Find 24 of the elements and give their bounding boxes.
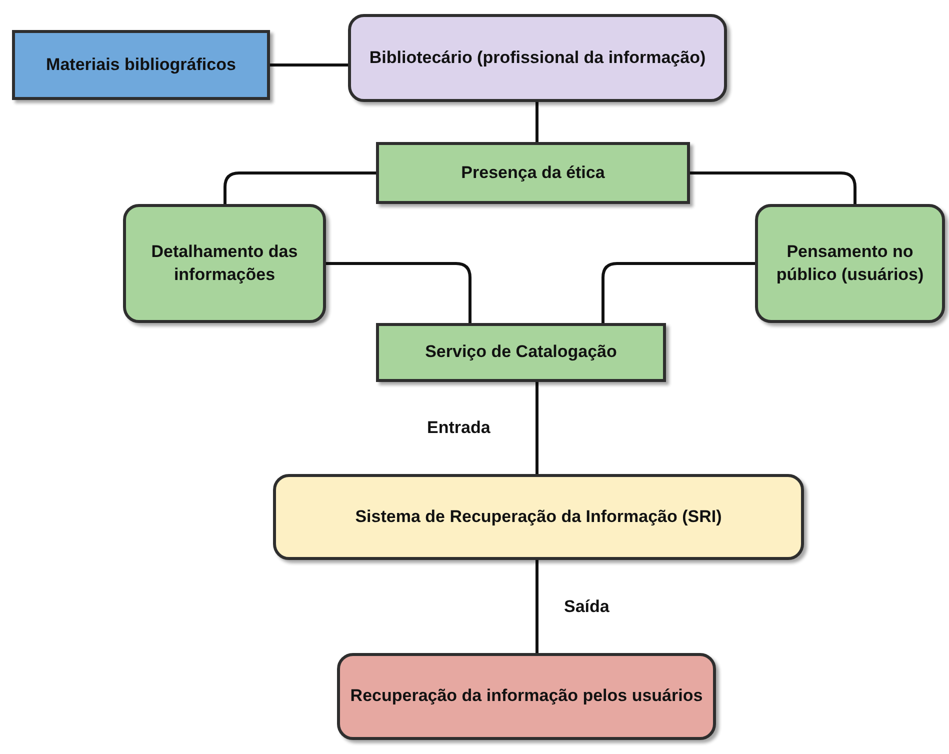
connector-line — [602, 262, 755, 323]
process-box — [273, 474, 804, 560]
process-box — [376, 142, 690, 204]
connector-line — [326, 262, 472, 323]
box-label: Detalhamento das informações — [150, 240, 299, 286]
process-box — [376, 323, 666, 382]
box-label: Serviço de Catalogação — [425, 341, 617, 364]
process-box — [123, 204, 326, 323]
process-box — [348, 14, 727, 102]
connector-line — [536, 102, 538, 142]
connector-line — [270, 64, 348, 66]
box-label: Bibliotecário (profissional da informação) — [369, 46, 706, 69]
box-label: Sistema de Recuperação da Informação (SRI) — [355, 506, 722, 528]
box-label: Recuperação da informação pelos usuários — [350, 685, 703, 708]
connector-line — [536, 560, 538, 653]
box-label: Presença da ética — [461, 162, 605, 184]
process-box — [337, 653, 716, 740]
box-label: Materiais bibliográficos — [46, 54, 236, 76]
connector-line — [224, 172, 376, 204]
connector-line — [536, 382, 538, 474]
box-label: Pensamento no público (usuários) — [775, 240, 925, 286]
connector-line — [690, 172, 856, 204]
process-box — [12, 30, 270, 100]
process-box — [755, 204, 945, 323]
